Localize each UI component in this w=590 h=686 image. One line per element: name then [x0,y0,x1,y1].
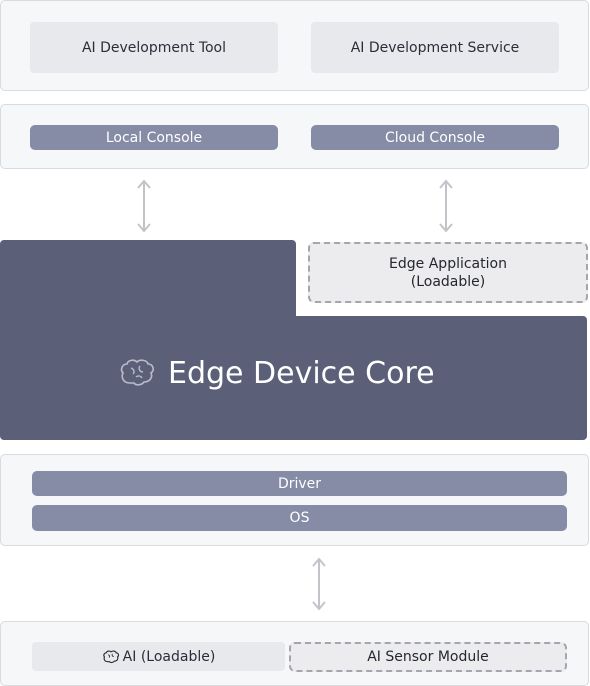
double-arrow-icon [439,179,453,233]
edge-application-label: Edge Application [389,255,507,272]
ai-development-service-label: AI Development Service [350,39,520,56]
edge-device-core-block [0,240,587,440]
platform-layer-panel: Driver OS [0,454,589,546]
ai-sensor-module-box: AI Sensor Module [289,642,567,672]
ai-sensor-module-label: AI Sensor Module [367,649,489,665]
local-console-bar: Local Console [30,125,278,150]
edge-device-core-label: Edge Device Core [168,355,435,391]
double-arrow-icon [312,557,326,611]
edge-application-loadable-label: (Loadable) [410,273,486,290]
ai-development-tool-label: AI Development Tool [81,39,227,56]
cloud-console-bar: Cloud Console [311,125,559,150]
os-label: OS [289,510,310,526]
ai-development-tool-box: AI Development Tool [30,22,278,73]
local-console-label: Local Console [105,129,203,146]
os-bar: OS [32,505,567,531]
ai-development-service-box: AI Development Service [311,22,559,73]
double-arrow-icon [137,179,151,233]
brain-icon [102,649,119,663]
driver-label: Driver [277,475,322,492]
top-layer-panel: AI Development Tool AI Development Servi… [0,0,589,91]
edge-device-core-title: Edge Device Core [118,350,435,396]
console-layer-panel: Local Console Cloud Console [0,104,589,169]
brain-icon [120,359,154,386]
edge-application-box: Edge Application (Loadable) [308,242,588,303]
cloud-console-label: Cloud Console [384,129,486,146]
sensor-layer-panel: AI (Loadable) AI Sensor Module [0,621,589,686]
ai-loadable-label: AI (Loadable) [122,648,216,665]
driver-bar: Driver [32,471,567,496]
ai-loadable-box: AI (Loadable) [32,642,285,671]
